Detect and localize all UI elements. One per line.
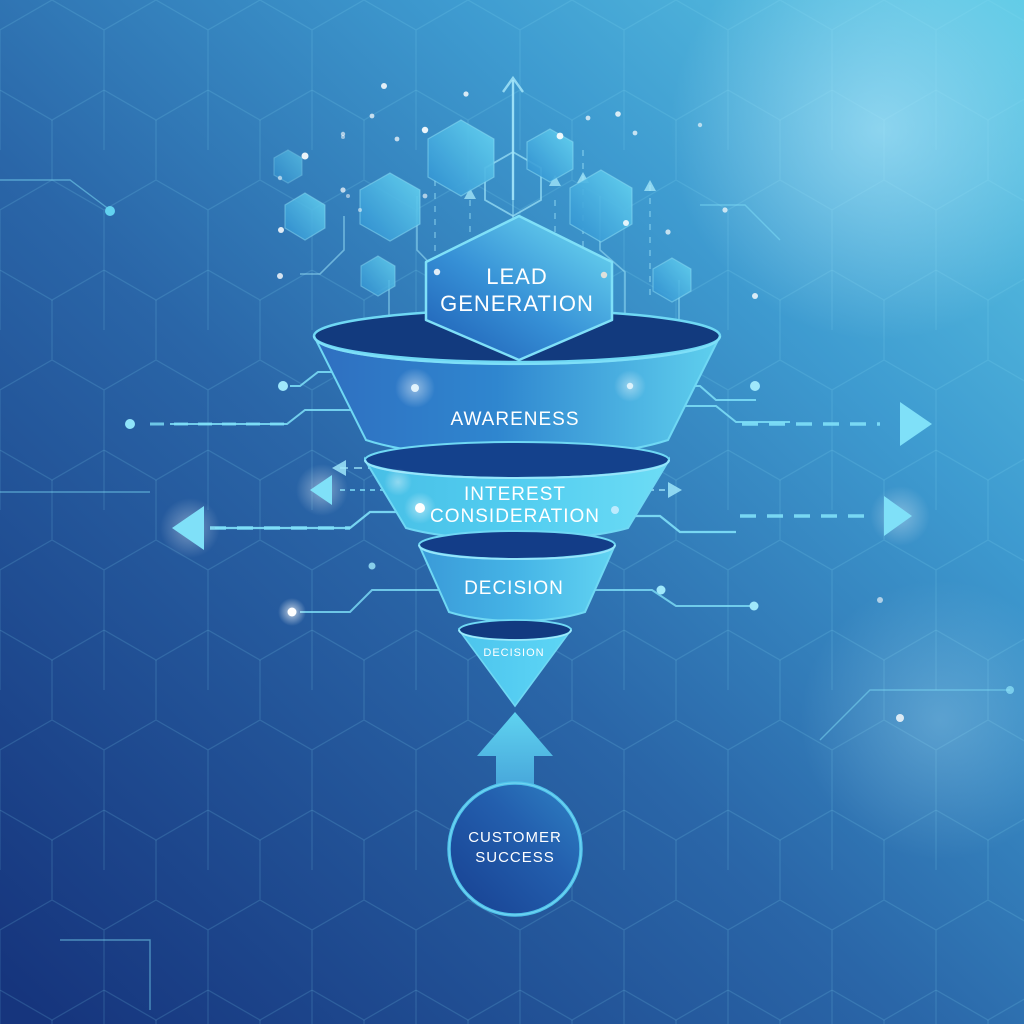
connector-node [368, 562, 376, 570]
label-customer-success-line1: CUSTOMER [468, 829, 562, 846]
funnel-dot [611, 506, 619, 514]
band3-rim-inner [418, 544, 616, 560]
customer-success-ring-glow [448, 782, 582, 916]
arrow-left-large [172, 506, 204, 550]
funnel-dot [411, 384, 419, 392]
trace-node [105, 206, 115, 216]
connector-decision [300, 589, 752, 613]
connector-right-line-c [620, 514, 736, 534]
cone-rim-inner [458, 629, 572, 641]
circuit-traces [0, 179, 1010, 1010]
arrow-right-large-2 [884, 496, 912, 536]
label-decision: DECISION [464, 578, 564, 599]
connector-node [656, 585, 666, 595]
connector-node [278, 381, 288, 391]
connector-node [750, 381, 760, 391]
arrow-left-small [332, 460, 346, 476]
funnel-dot [415, 503, 425, 513]
label-awareness: AWARENESS [450, 409, 579, 430]
label-interest: INTEREST [464, 484, 566, 505]
trace-node [1006, 686, 1014, 694]
label-customer-success-line2: SUCCESS [475, 849, 555, 866]
arrow-right-small [668, 482, 682, 498]
bg-glow [670, 0, 1024, 340]
connector-node [749, 601, 759, 611]
arrow-left-medium [310, 475, 332, 505]
arrow-right-large [900, 402, 932, 446]
connector-node [125, 419, 135, 429]
connector-node [287, 607, 297, 617]
bg-glow-2 [800, 580, 1024, 860]
funnel-dot [626, 382, 634, 390]
connector-right-line-b [660, 405, 790, 423]
funnel-dot-glow [384, 468, 412, 496]
decor-dots [277, 83, 904, 722]
band2-rim-inner [364, 459, 670, 480]
funnel-rim-outer [312, 308, 722, 364]
funnel-rim-inner [312, 335, 722, 366]
label-consideration: CONSIDERATION [430, 506, 600, 527]
label-lead-generation-line2: GENERATION [440, 291, 594, 316]
label-lead-generation-line1: LEAD [486, 264, 547, 289]
decor-up-arrow [502, 75, 524, 200]
label-decision-tip: DECISION [483, 647, 544, 659]
